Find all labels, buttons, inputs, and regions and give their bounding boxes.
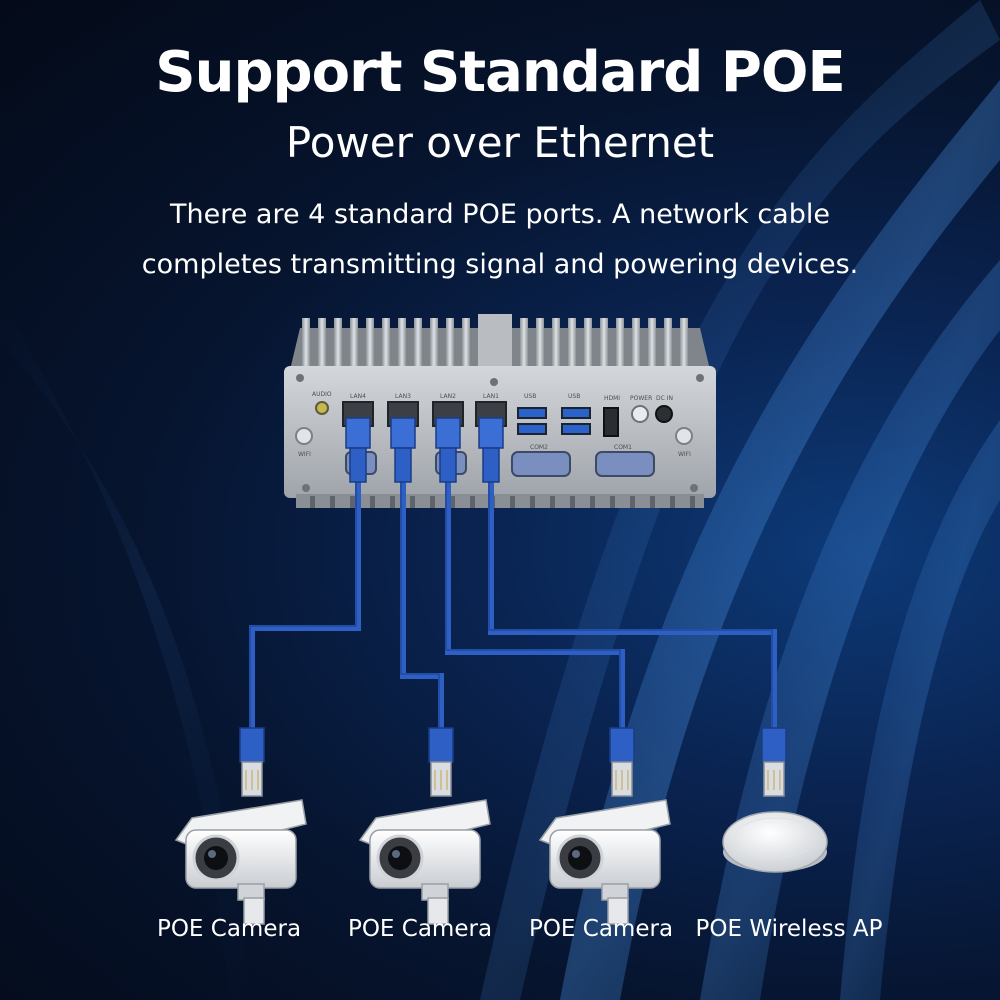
rj45-plug-icon [609, 727, 635, 797]
port-label-hdmi: HDMI [604, 395, 620, 402]
audio-jack [315, 401, 329, 415]
com-port [511, 451, 571, 477]
rj45-plug-icon [345, 417, 371, 483]
page-subtitle: Power over Ethernet [285, 118, 715, 167]
screw-icon [696, 374, 704, 382]
cable-lan4 [249, 480, 361, 732]
screw-icon [490, 378, 498, 386]
screw-icon [690, 484, 698, 492]
port-label-audio: AUDIO [312, 391, 332, 398]
camera-icon [358, 799, 491, 925]
screw-icon [302, 484, 310, 492]
port-labels: AUDIO LAN4 LAN3 LAN2 LAN1 USB USB HDMI P… [298, 391, 691, 458]
port-label-wifi: WIFI [678, 451, 691, 458]
port-label-lan2: LAN2 [440, 393, 456, 400]
mini-pc-chassis: AUDIO LAN4 LAN3 LAN2 LAN1 USB USB HDMI P… [284, 314, 716, 508]
cable-lan1 [488, 480, 777, 732]
wifi-antenna-port [675, 427, 693, 445]
network-cables [249, 480, 777, 732]
port-label-lan3: LAN3 [395, 393, 411, 400]
rj45-plug-icon [428, 727, 454, 797]
cable-lan3 [400, 480, 444, 732]
port-label-power: POWER [630, 395, 652, 402]
rj45-plug-icon [435, 417, 461, 483]
heatsink-fins [290, 314, 710, 370]
port-label-lan1: LAN1 [483, 393, 499, 400]
page-title: Support Standard POE [155, 40, 845, 105]
device-label-camera: POE Camera [528, 916, 674, 942]
port-label-usb: USB [568, 393, 580, 400]
camera-icon [538, 799, 671, 925]
description: There are 4 standard POE ports. A networ… [100, 190, 900, 290]
port-label-lan4: LAN4 [350, 393, 366, 400]
rj45-plug-icon [761, 727, 787, 797]
rj45-plug-icon [239, 727, 265, 797]
port-label-wifi: WIFI [298, 451, 311, 458]
port-label-com2: COM2 [530, 444, 548, 451]
description-line: There are 4 standard POE ports. A networ… [170, 199, 830, 230]
cable-lan2 [445, 480, 625, 732]
port-label-com1: COM1 [614, 444, 632, 451]
screw-icon [296, 374, 304, 382]
port-label-usb: USB [524, 393, 536, 400]
wireless-ap-icon [722, 811, 828, 873]
power-button [631, 405, 649, 423]
camera-icon [174, 799, 307, 925]
usb-ports [517, 407, 591, 435]
rj45-plugs-chassis [345, 417, 504, 483]
dc-in-port [655, 405, 673, 423]
port-label-dc-in: DC IN [656, 395, 673, 402]
wifi-antenna-port [295, 427, 313, 445]
com-port [595, 451, 655, 477]
hdmi-port [603, 407, 619, 437]
device-label-camera: POE Camera [156, 916, 302, 942]
rj45-plug-icon [478, 417, 504, 483]
rj45-plugs-devices [239, 727, 787, 797]
device-label-wireless-ap: POE Wireless AP [695, 916, 883, 942]
device-label-camera: POE Camera [347, 916, 493, 942]
rj45-plug-icon [390, 417, 416, 483]
description-line: completes transmitting signal and poweri… [141, 249, 859, 280]
